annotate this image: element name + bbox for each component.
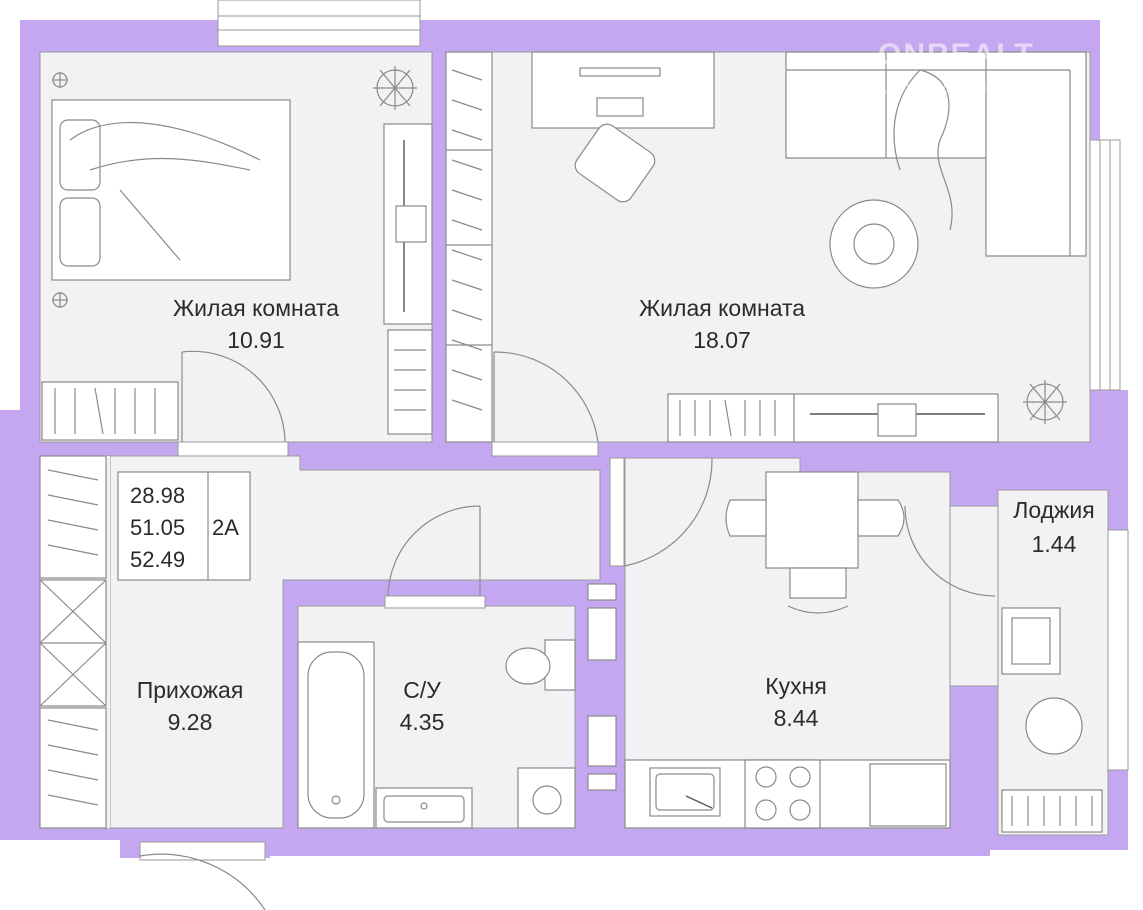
bathroom-name: С/У (403, 677, 441, 703)
summary-living-area: 28.98 (130, 483, 185, 508)
hall-area: 9.28 (168, 709, 213, 735)
living-room-area: 18.07 (693, 327, 751, 353)
kitchen-name: Кухня (765, 673, 827, 699)
hall-wardrobe-bottom (39, 707, 107, 829)
chair-right (857, 499, 905, 537)
bedroom-door (177, 350, 289, 457)
living-door (491, 351, 599, 457)
watermark-tagline: ЦЕНТР НЕДВИЖИМОСТИ (878, 83, 1033, 95)
washing-machine (517, 767, 576, 829)
shelf-unit (387, 329, 433, 435)
bedroom-name: Жилая комната (173, 295, 339, 321)
kitchen-area: 8.44 (774, 705, 819, 731)
sofa (785, 51, 1087, 257)
loggia-name: Лоджия (1013, 497, 1095, 523)
labels: Жилая комната 10.91 Жилая комната 18.07 … (130, 295, 1095, 735)
pillow (59, 197, 101, 267)
loggia-furniture (1001, 607, 1103, 833)
dining-table (765, 471, 859, 569)
bathroom-fixtures (297, 505, 617, 829)
living-furniture (445, 51, 1087, 443)
bedroom-furniture (41, 66, 433, 441)
hall-wardrobe-top (39, 455, 107, 579)
round-table (1025, 697, 1083, 755)
summary-total-with-loggia: 52.49 (130, 547, 185, 572)
summary-box (117, 471, 251, 581)
chair-bottom (789, 567, 847, 599)
chair-left (725, 499, 767, 537)
monitor (579, 67, 661, 77)
loggia-area: 1.44 (1032, 531, 1077, 557)
hall-furniture (39, 455, 266, 910)
kitchen-furniture (609, 457, 999, 829)
bathroom-area: 4.35 (400, 709, 445, 735)
keyboard (596, 97, 644, 117)
bedroom-area: 10.91 (227, 327, 285, 353)
living-room-name: Жилая комната (639, 295, 805, 321)
living-wardrobe (445, 51, 493, 443)
desk-chair (574, 123, 656, 203)
summary-total-area: 51.05 (130, 515, 185, 540)
watermark-brand: ONREALT (878, 38, 1035, 71)
hall-name: Прихожая (137, 677, 244, 703)
bedroom-closet (41, 381, 179, 441)
watermark: ONREALT ЦЕНТР НЕДВИЖИМОСТИ (878, 38, 1035, 95)
coffee-table (829, 199, 919, 289)
fridge (869, 763, 947, 827)
apartment-type: 2A (212, 515, 239, 540)
loggia-shelf (1001, 789, 1103, 833)
toilet (505, 647, 551, 685)
stove (744, 759, 821, 829)
